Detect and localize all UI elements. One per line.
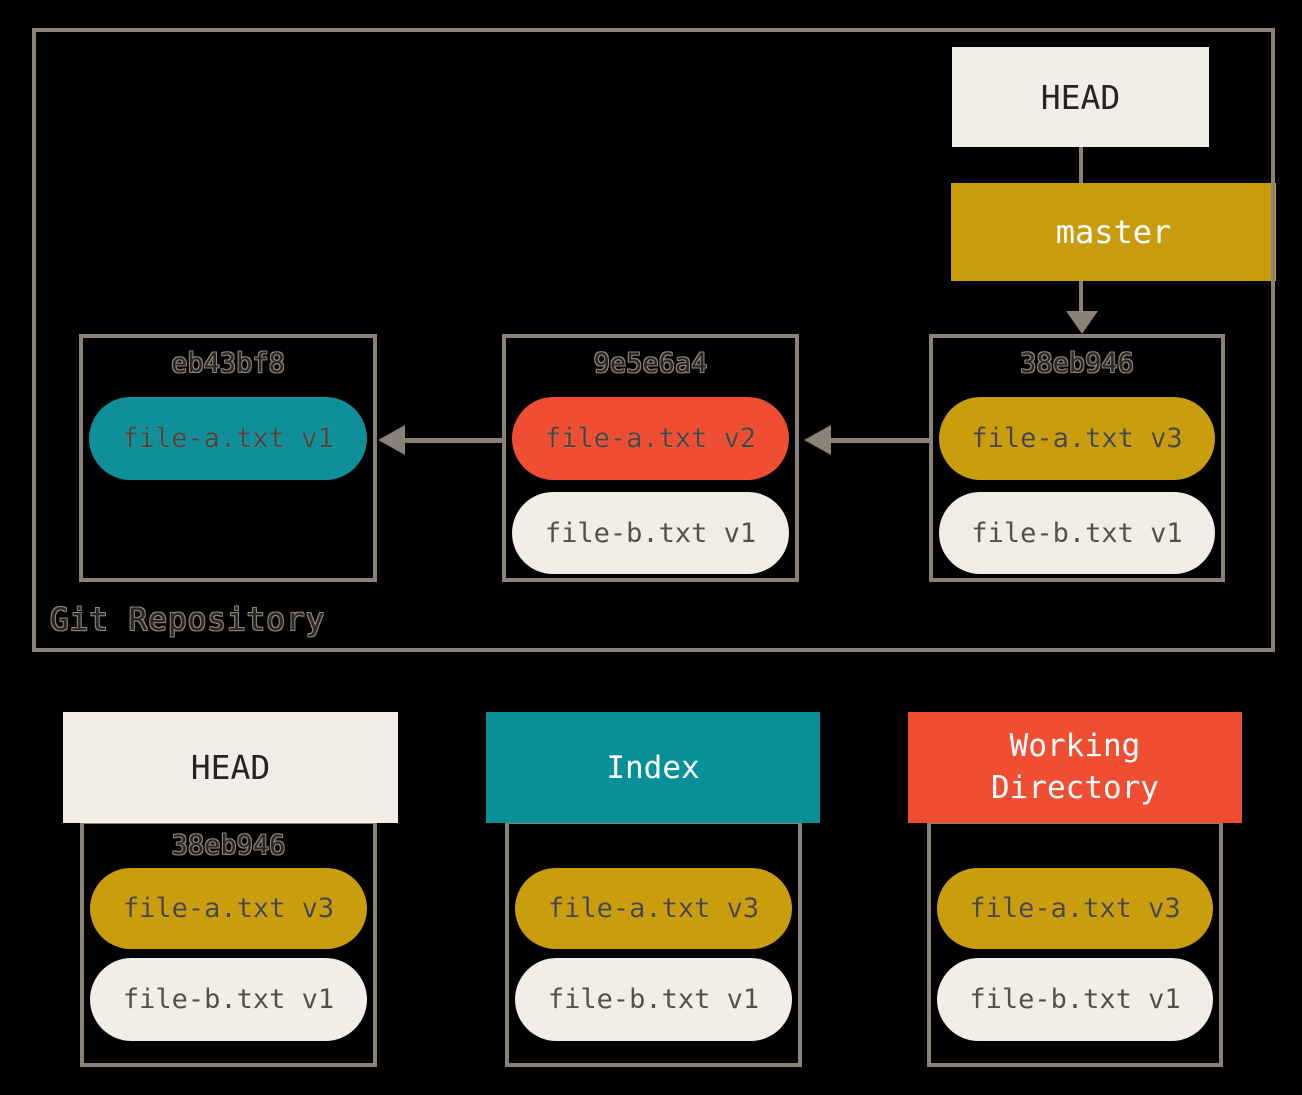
area-header-label: Working Directory <box>991 727 1159 806</box>
file-blob-pill: file-a.txt v2 <box>512 397 789 480</box>
file-blob-label: file-a.txt v3 <box>547 893 760 924</box>
file-blob-pill: file-b.txt v1 <box>937 958 1213 1041</box>
area-box-working-directory: file-a.txt v3 file-b.txt v1 <box>927 820 1223 1067</box>
file-blob-pill: file-b.txt v1 <box>512 492 789 574</box>
arrowhead-down-icon <box>1066 311 1098 334</box>
file-blob-label: file-a.txt v3 <box>969 893 1181 924</box>
git-repository-frame <box>32 28 1275 652</box>
file-blob-pill: file-a.txt v3 <box>939 397 1215 480</box>
area-box-index: file-a.txt v3 file-b.txt v1 <box>505 820 802 1067</box>
master-branch-box: master <box>951 183 1276 281</box>
area-header-working-directory: Working Directory <box>908 712 1242 823</box>
file-blob-pill: file-a.txt v1 <box>89 397 367 480</box>
file-blob-pill: file-b.txt v1 <box>90 958 367 1041</box>
area-commit-hash: 38eb946 <box>171 830 286 861</box>
git-repository-label: Git Repository <box>50 602 326 638</box>
area-header-label: HEAD <box>190 748 271 787</box>
master-to-commit-line <box>1079 281 1083 312</box>
file-blob-label: file-a.txt v3 <box>122 893 335 924</box>
file-blob-pill: file-a.txt v3 <box>937 868 1213 949</box>
commit-box-eb43bf8: eb43bf8 file-a.txt v1 <box>79 334 377 582</box>
file-blob-label: file-b.txt v1 <box>547 984 760 1015</box>
file-blob-label: file-b.txt v1 <box>971 517 1183 549</box>
file-blob-label: file-b.txt v1 <box>122 984 335 1015</box>
head-pointer-label: HEAD <box>1040 77 1121 117</box>
commit-parent-line <box>830 438 929 443</box>
commit-hash: 38eb946 <box>1020 348 1134 379</box>
arrowhead-left-icon <box>378 425 405 455</box>
file-blob-label: file-a.txt v2 <box>544 423 757 454</box>
area-box-head: 38eb946 file-a.txt v3 file-b.txt v1 <box>80 820 377 1067</box>
head-to-master-line <box>1079 147 1083 183</box>
file-blob-label: file-b.txt v1 <box>969 984 1181 1015</box>
file-blob-pill: file-b.txt v1 <box>939 492 1215 574</box>
commit-hash: eb43bf8 <box>171 348 285 379</box>
area-header-index: Index <box>486 712 820 823</box>
file-blob-pill: file-b.txt v1 <box>515 958 792 1041</box>
area-header-label: Index <box>606 749 700 786</box>
arrowhead-left-icon <box>804 425 831 455</box>
file-blob-pill: file-a.txt v3 <box>515 868 792 949</box>
master-branch-label: master <box>1055 213 1172 251</box>
commit-parent-line <box>404 438 502 443</box>
file-blob-label: file-b.txt v1 <box>544 517 757 549</box>
head-pointer-box: HEAD <box>952 47 1209 147</box>
file-blob-pill: file-a.txt v3 <box>90 868 367 949</box>
commit-hash: 9e5e6a4 <box>593 348 708 379</box>
file-blob-label: file-a.txt v1 <box>122 423 334 454</box>
commit-box-9e5e6a4: 9e5e6a4 file-a.txt v2 file-b.txt v1 <box>502 334 799 582</box>
commit-box-38eb946: 38eb946 file-a.txt v3 file-b.txt v1 <box>929 334 1225 582</box>
file-blob-label: file-a.txt v3 <box>971 423 1183 454</box>
area-header-head: HEAD <box>63 712 398 823</box>
